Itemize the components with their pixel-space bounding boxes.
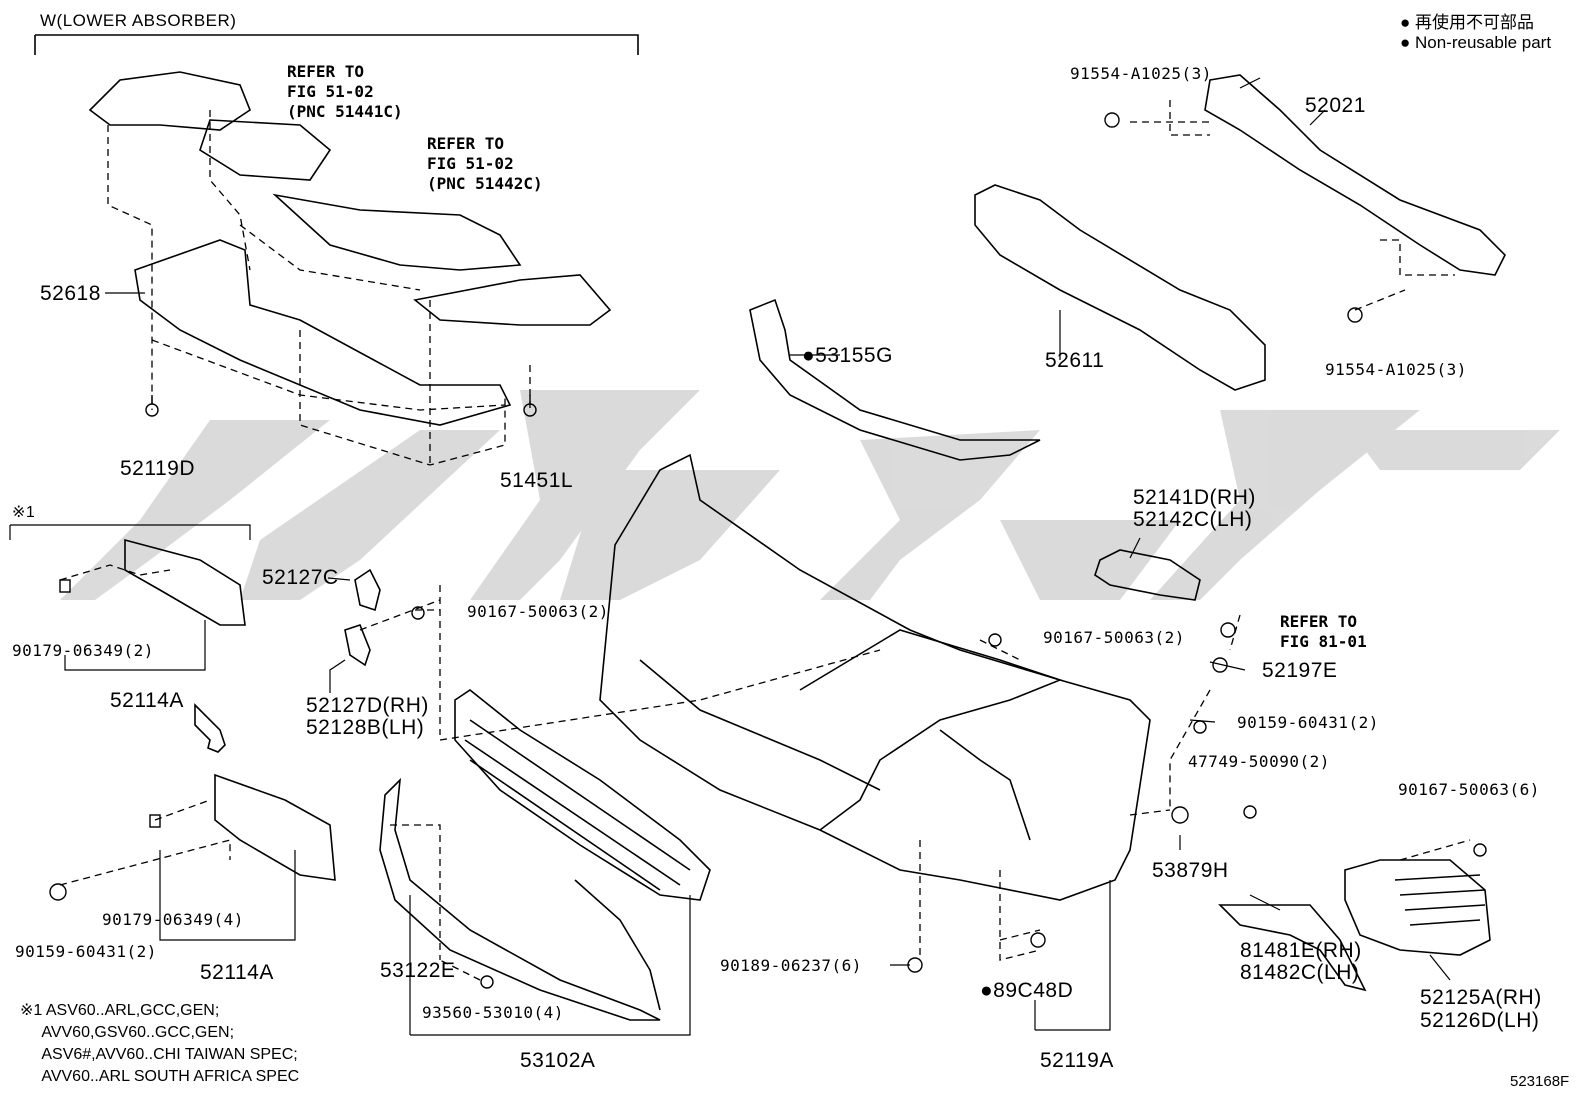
- part-label-52127D[interactable]: 52127D(RH): [306, 694, 429, 717]
- reference-note-51442C[interactable]: REFER TO FIG 51-02 (PNC 51442C): [427, 134, 543, 193]
- license-bracket-upper: [124, 538, 246, 626]
- absorber-52618: [134, 239, 512, 426]
- part-label-52141D[interactable]: 52141D(RH): [1133, 486, 1256, 509]
- bracket-52127D: [344, 624, 371, 667]
- part-label-52119A[interactable]: 52119A: [1040, 1049, 1114, 1072]
- part-label-52125A[interactable]: 52125A(RH): [1420, 986, 1542, 1009]
- under-cover-front: [88, 71, 251, 131]
- part-label-52142C[interactable]: 52142C(LH): [1133, 508, 1253, 531]
- under-cover-mid: [199, 119, 332, 181]
- part-label-90179-a[interactable]: 90179-06349(2): [12, 641, 154, 660]
- legend-jp: ● 再使用不可部品: [1400, 13, 1534, 32]
- bolts: [49, 112, 1487, 989]
- part-label-53102A[interactable]: 53102A: [520, 1049, 596, 1072]
- part-label-52021[interactable]: 52021: [1305, 94, 1366, 117]
- part-label-81481E[interactable]: 81481E(RH): [1240, 939, 1362, 962]
- fog-lamp-cover: [1218, 904, 1367, 992]
- part-label-52114A-lower[interactable]: 52114A: [200, 961, 274, 984]
- part-label-90159-b[interactable]: 90159-60431(2): [15, 942, 157, 961]
- part-label-91554-top[interactable]: 91554-A1025(3): [1070, 64, 1212, 83]
- retainer-52141D: [1094, 549, 1201, 601]
- legend-en: ● Non-reusable part: [1400, 33, 1552, 52]
- part-label-91554-bottom[interactable]: 91554-A1025(3): [1325, 360, 1467, 379]
- part-label-90189[interactable]: 90189-06237(6): [720, 956, 862, 975]
- part-label-90167-a[interactable]: 90167-50063(2): [467, 602, 609, 621]
- energy-absorber-52611: [974, 184, 1266, 391]
- part-label-52197E[interactable]: 52197E: [1262, 659, 1338, 682]
- reference-note-81-01[interactable]: REFER TO FIG 81-01: [1280, 612, 1367, 651]
- under-cover-rear: [272, 193, 522, 271]
- grille-garnish: [379, 777, 661, 1021]
- bracket-52127C: [354, 568, 381, 612]
- group-title: W(LOWER ABSORBER): [40, 11, 237, 30]
- part-label-52119D[interactable]: 52119D: [120, 457, 196, 480]
- bumper-reinforcement: [1204, 74, 1506, 276]
- direction-arrow: [194, 703, 226, 753]
- under-cover-side: [413, 274, 612, 326]
- part-label-51451L[interactable]: 51451L: [500, 469, 574, 492]
- applicability-footnote: ※1 ASV60..ARL,GCC,GEN; AVV60,GSV60..GCC,…: [20, 1002, 300, 1085]
- license-bracket-lower: [214, 773, 336, 881]
- bumper-cover: [599, 453, 1151, 901]
- part-label-90167-b[interactable]: 90167-50063(2): [1043, 628, 1185, 647]
- note-mark: ※1: [12, 504, 36, 521]
- lower-grille: [454, 689, 711, 901]
- fog-lamp-frame: [1344, 859, 1491, 956]
- figure-code: 523168F: [1510, 1073, 1570, 1090]
- part-label-53122E[interactable]: 53122E: [380, 959, 456, 982]
- part-label-90159-a[interactable]: 90159-60431(2): [1237, 713, 1379, 732]
- part-label-53155G[interactable]: ●53155G: [802, 344, 893, 367]
- part-label-52128B[interactable]: 52128B(LH): [306, 716, 425, 739]
- part-label-52611[interactable]: 52611: [1045, 349, 1105, 372]
- part-label-47749[interactable]: 47749-50090(2): [1188, 752, 1330, 771]
- part-label-52127C[interactable]: 52127C: [262, 566, 339, 589]
- part-label-52114A-upper[interactable]: 52114A: [110, 689, 184, 712]
- part-label-93560[interactable]: 93560-53010(4): [422, 1003, 564, 1022]
- part-label-81482C[interactable]: 81482C(LH): [1240, 961, 1360, 984]
- part-label-90179-b[interactable]: 90179-06349(4): [102, 910, 244, 929]
- part-label-52126D[interactable]: 52126D(LH): [1420, 1009, 1540, 1032]
- watermark-logo: [60, 390, 1560, 600]
- reference-note-51441C[interactable]: REFER TO FIG 51-02 (PNC 51441C): [287, 62, 403, 121]
- part-label-90167-c[interactable]: 90167-50063(6): [1398, 780, 1540, 799]
- part-label-52618[interactable]: 52618: [40, 282, 101, 305]
- spoiler-53155G: [749, 298, 1041, 461]
- part-label-53879H[interactable]: 53879H: [1152, 859, 1229, 882]
- group-bracket: [34, 34, 639, 55]
- part-label-89C48D[interactable]: ●89C48D: [980, 979, 1074, 1002]
